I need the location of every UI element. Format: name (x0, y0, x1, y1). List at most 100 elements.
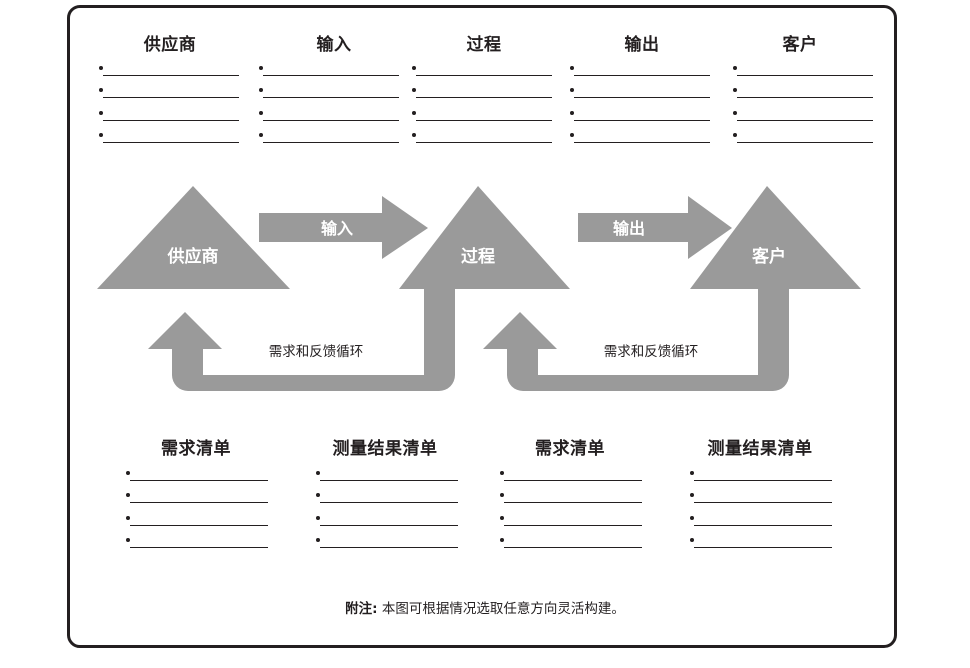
bullet-icon (126, 493, 130, 498)
bullet-icon (570, 110, 574, 115)
top-list-row[interactable] (570, 107, 710, 129)
bottom-list-requirements-1[interactable] (126, 467, 268, 556)
bottom-list-row[interactable] (126, 534, 268, 556)
bullet-icon (99, 88, 103, 93)
top-list-row[interactable] (570, 62, 710, 84)
bottom-list-row[interactable] (500, 534, 642, 556)
bottom-list-blank-line[interactable] (694, 524, 832, 526)
top-list-row[interactable] (570, 84, 710, 106)
top-list-row[interactable] (412, 129, 552, 151)
bottom-list-row[interactable] (316, 534, 458, 556)
top-list-row[interactable] (733, 107, 873, 129)
bullet-icon (570, 132, 574, 137)
top-list-row[interactable] (259, 62, 399, 84)
top-list-blank-line[interactable] (574, 75, 710, 76)
bottom-column-header-measures-2: 测量结果清单 (707, 439, 813, 459)
top-list-row[interactable] (99, 129, 239, 151)
bottom-list-blank-line[interactable] (320, 480, 458, 481)
top-list-row[interactable] (412, 62, 552, 84)
top-list-output[interactable] (570, 62, 710, 151)
bottom-list-measures-2[interactable] (690, 467, 832, 556)
bullet-icon (316, 471, 320, 475)
top-list-blank-line[interactable] (737, 141, 873, 143)
bottom-list-row[interactable] (316, 512, 458, 534)
top-list-input[interactable] (259, 62, 399, 151)
top-list-row[interactable] (259, 129, 399, 151)
bottom-list-blank-line[interactable] (130, 524, 268, 526)
top-list-blank-line[interactable] (737, 75, 873, 76)
top-list-row[interactable] (99, 62, 239, 84)
bottom-list-requirements-2[interactable] (500, 467, 642, 556)
top-list-row[interactable] (99, 107, 239, 129)
top-column-header-customer: 客户 (782, 35, 818, 55)
bottom-list-blank-line[interactable] (694, 502, 832, 504)
top-list-row[interactable] (259, 107, 399, 129)
top-list-row[interactable] (99, 84, 239, 106)
bottom-list-row[interactable] (690, 512, 832, 534)
bottom-list-blank-line[interactable] (504, 546, 642, 548)
bottom-list-blank-line[interactable] (130, 480, 268, 481)
top-list-blank-line[interactable] (416, 97, 552, 99)
top-list-blank-line[interactable] (103, 119, 239, 121)
bottom-list-measures-1[interactable] (316, 467, 458, 556)
top-list-row[interactable] (570, 129, 710, 151)
top-list-process[interactable] (412, 62, 552, 151)
top-list-blank-line[interactable] (574, 97, 710, 99)
bottom-list-blank-line[interactable] (694, 546, 832, 548)
bullet-icon (500, 493, 504, 498)
bottom-list-row[interactable] (500, 467, 642, 489)
bottom-list-row[interactable] (316, 467, 458, 489)
bottom-list-blank-line[interactable] (130, 546, 268, 548)
top-list-blank-line[interactable] (737, 119, 873, 121)
bottom-list-blank-line[interactable] (694, 480, 832, 481)
bottom-list-row[interactable] (500, 489, 642, 511)
top-list-blank-line[interactable] (737, 97, 873, 99)
top-list-blank-line[interactable] (263, 97, 399, 99)
bullet-icon (690, 515, 694, 520)
bullet-icon (316, 537, 320, 542)
top-list-blank-line[interactable] (263, 141, 399, 143)
bottom-list-row[interactable] (690, 467, 832, 489)
bottom-list-row[interactable] (126, 489, 268, 511)
top-list-blank-line[interactable] (103, 75, 239, 76)
top-list-blank-line[interactable] (103, 97, 239, 99)
bottom-list-blank-line[interactable] (320, 546, 458, 548)
top-list-blank-line[interactable] (263, 119, 399, 121)
top-list-blank-line[interactable] (103, 141, 239, 143)
top-list-row[interactable] (412, 107, 552, 129)
bottom-column-header-requirements-2: 需求清单 (535, 439, 605, 459)
footnote-prefix: 附注: (345, 601, 378, 617)
bottom-list-blank-line[interactable] (320, 524, 458, 526)
bullet-icon (316, 515, 320, 520)
top-list-blank-line[interactable] (574, 119, 710, 121)
top-column-header-supplier: 供应商 (143, 35, 197, 55)
bottom-list-blank-line[interactable] (504, 502, 642, 504)
top-list-blank-line[interactable] (416, 141, 552, 143)
bottom-list-blank-line[interactable] (504, 524, 642, 526)
bottom-list-row[interactable] (690, 489, 832, 511)
top-list-row[interactable] (259, 84, 399, 106)
top-list-row[interactable] (412, 84, 552, 106)
top-list-row[interactable] (733, 62, 873, 84)
bullet-icon (99, 132, 103, 137)
bottom-list-row[interactable] (500, 512, 642, 534)
top-list-blank-line[interactable] (263, 75, 399, 76)
bottom-list-blank-line[interactable] (130, 502, 268, 504)
top-list-blank-line[interactable] (416, 75, 552, 76)
bottom-list-row[interactable] (690, 534, 832, 556)
bottom-list-blank-line[interactable] (320, 502, 458, 504)
top-list-blank-line[interactable] (574, 141, 710, 143)
top-list-supplier[interactable] (99, 62, 239, 151)
top-list-row[interactable] (733, 84, 873, 106)
bullet-icon (570, 66, 574, 70)
bullet-icon (99, 110, 103, 115)
top-list-customer[interactable] (733, 62, 873, 151)
bullet-icon (500, 515, 504, 520)
bottom-list-blank-line[interactable] (504, 480, 642, 481)
top-list-row[interactable] (733, 129, 873, 151)
bullet-icon (733, 132, 737, 137)
bottom-list-row[interactable] (316, 489, 458, 511)
bottom-list-row[interactable] (126, 512, 268, 534)
top-list-blank-line[interactable] (416, 119, 552, 121)
bottom-list-row[interactable] (126, 467, 268, 489)
